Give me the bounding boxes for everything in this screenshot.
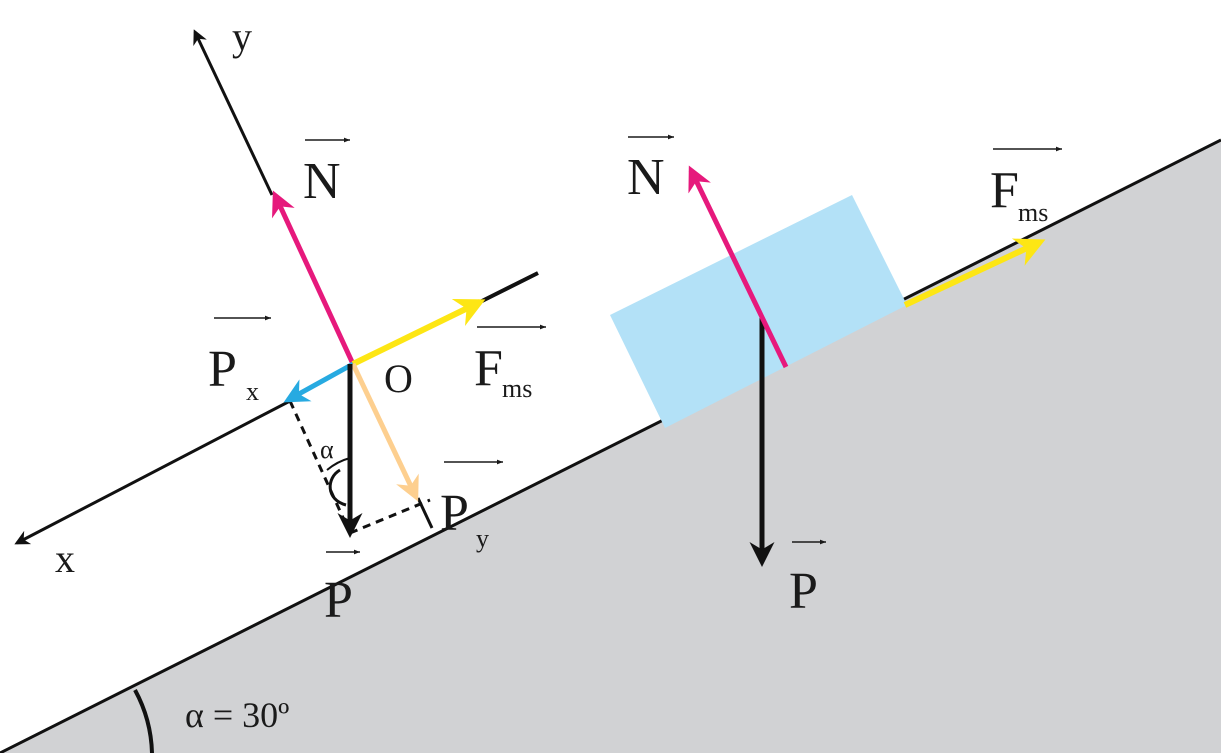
svg-text:F: F <box>990 162 1019 219</box>
px-component-label: P x <box>208 315 271 406</box>
svg-text:N: N <box>627 149 665 206</box>
alpha-label: α <box>320 435 334 464</box>
incline-angle-label: α = 30º <box>185 695 289 735</box>
x-axis-extension <box>477 271 539 305</box>
block-weight-label: P <box>789 539 826 620</box>
svg-text:ms: ms <box>1018 198 1048 227</box>
py-component-label: P y <box>440 459 503 553</box>
y-axis-label: y <box>232 14 252 59</box>
incline-angle-arc <box>133 689 154 753</box>
friction-force-arrow <box>351 299 486 367</box>
block-friction-arrow <box>903 238 1046 308</box>
py-tip-mark <box>416 497 434 529</box>
svg-text:y: y <box>476 524 489 553</box>
projection-line-px <box>288 400 352 534</box>
x-axis <box>14 399 291 545</box>
block-friction-label: F ms <box>990 146 1062 227</box>
svg-text:F: F <box>474 340 503 397</box>
block-normal-label: N <box>627 134 674 206</box>
svg-text:P: P <box>208 341 237 398</box>
px-component-arrow <box>283 361 355 403</box>
svg-text:P: P <box>324 572 353 629</box>
origin-label: O <box>384 356 413 401</box>
x-axis-label: x <box>55 536 75 581</box>
alpha-hook <box>328 468 347 507</box>
y-axis <box>193 29 274 196</box>
normal-force-label: N <box>303 137 350 210</box>
svg-text:P: P <box>789 563 818 620</box>
svg-text:ms: ms <box>502 374 532 403</box>
svg-text:P: P <box>440 485 469 542</box>
block-normal-arrow <box>688 165 789 369</box>
py-component-arrow <box>350 362 419 502</box>
friction-force-label: F ms <box>474 324 546 403</box>
svg-text:x: x <box>246 377 259 406</box>
projection-line-py <box>349 498 431 535</box>
normal-force-arrow <box>272 190 356 366</box>
weight-force-label: P <box>324 549 360 629</box>
svg-text:N: N <box>303 153 341 210</box>
